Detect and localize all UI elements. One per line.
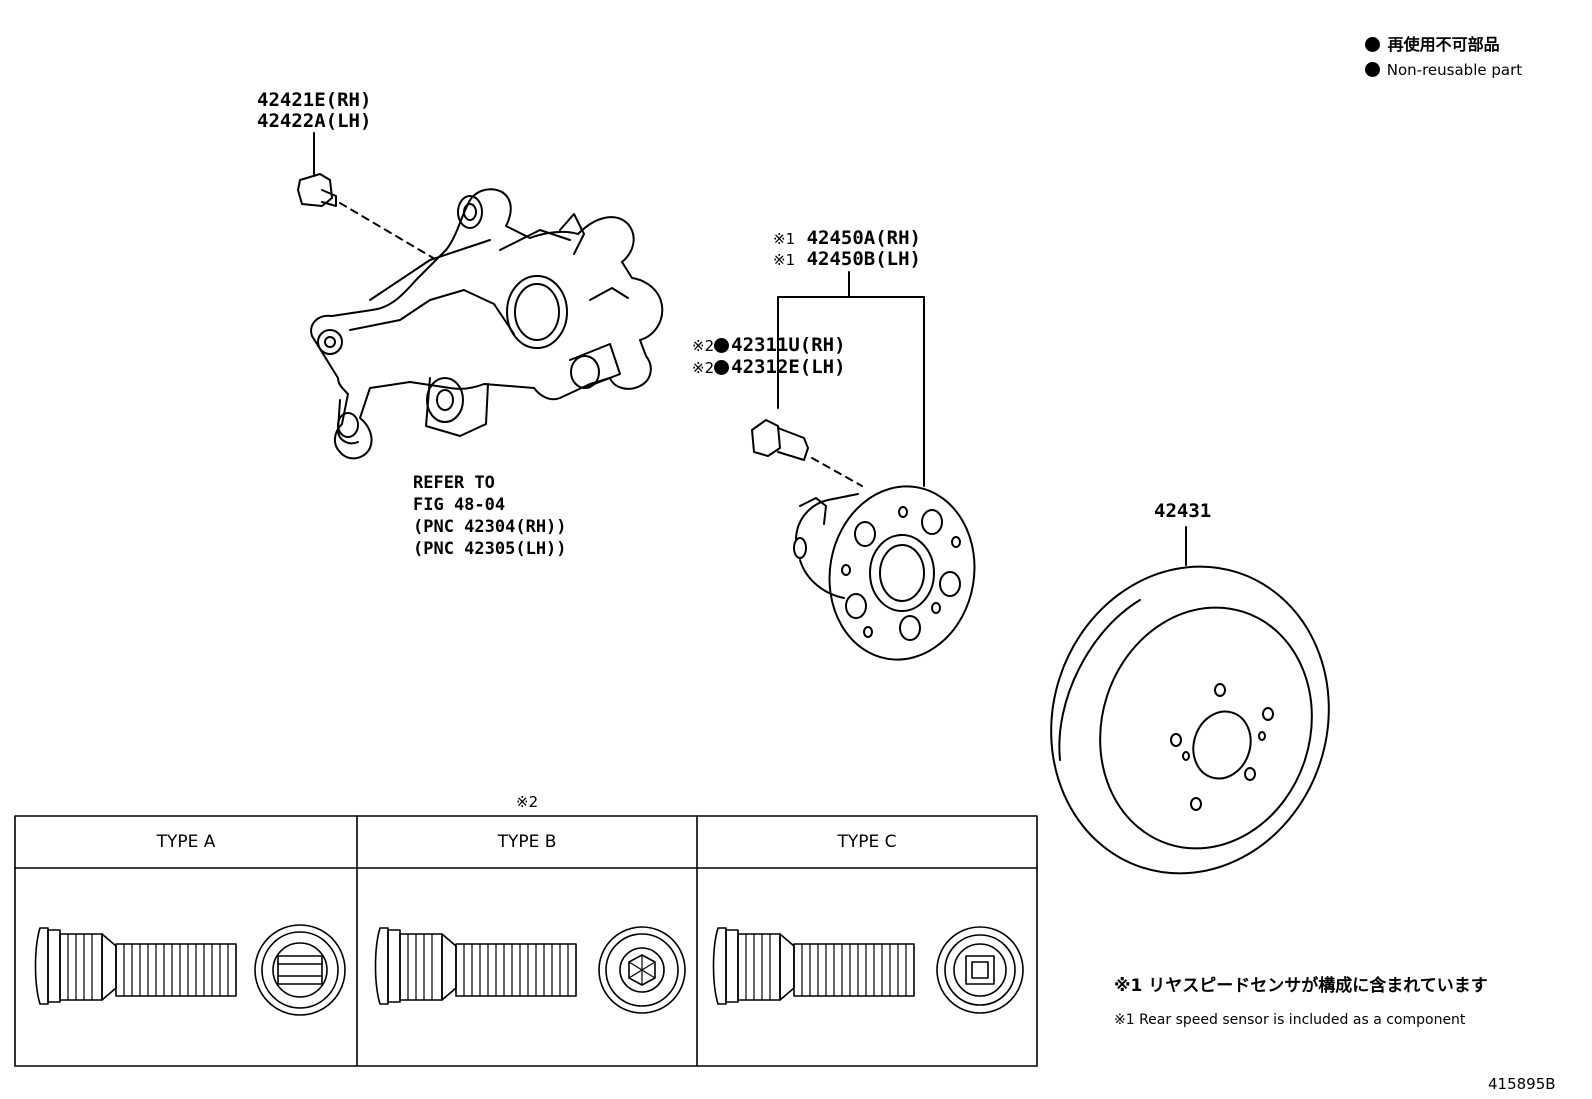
type-c-header: TYPE C xyxy=(837,832,897,852)
type-a-stud-drawing xyxy=(34,924,346,1016)
bolt-mark: ※2 xyxy=(692,337,715,355)
refer-line-3[interactable]: (PNC 42304(RH)) xyxy=(413,517,567,537)
types-table-frame xyxy=(14,815,1038,1067)
type-c-stud-drawing xyxy=(712,926,1024,1014)
hub-mark: ※1 xyxy=(773,230,796,248)
hub-bolt-drawing xyxy=(751,419,863,487)
non-reusable-dot-icon xyxy=(1365,62,1380,77)
knuckle-bolt-label-rh[interactable]: 42421E(RH) xyxy=(257,89,372,111)
legend-jp: 再使用不可部品 xyxy=(1365,34,1500,55)
hub-lh-number: 42450B(LH) xyxy=(806,248,921,270)
hub-bearing-drawing xyxy=(793,485,976,661)
knuckle-bolt-drawing xyxy=(297,132,441,263)
non-reusable-dot-icon xyxy=(1365,37,1380,52)
hub-label-rh[interactable]: ※1 42450A(RH) xyxy=(773,228,921,250)
hub-rh-number: 42450A(RH) xyxy=(806,227,921,249)
brake-disc-drawing xyxy=(1050,526,1330,875)
note-jp: ※1 リヤスピードセンサが構成に含まれています xyxy=(1114,976,1488,996)
hub-bolt-lh-number: 42312E(LH) xyxy=(731,356,846,378)
knuckle-bolt-label-lh[interactable]: 42422A(LH) xyxy=(257,110,372,132)
rear-axle-carrier-drawing xyxy=(310,188,664,460)
legend-en-text: Non-reusable part xyxy=(1386,61,1523,79)
hub-bearing-leader xyxy=(777,271,925,487)
disc-label[interactable]: 42431 xyxy=(1154,500,1212,522)
type-a-header: TYPE A xyxy=(156,832,216,852)
bolt-mark: ※2 xyxy=(692,359,715,377)
hub-label-lh[interactable]: ※1 42450B(LH) xyxy=(773,249,921,271)
legend-jp-text: 再使用不可部品 xyxy=(1387,35,1500,54)
non-reusable-dot-icon xyxy=(714,338,730,353)
legend-en: Non-reusable part xyxy=(1365,60,1522,81)
note-en: ※1 Rear speed sensor is included as a co… xyxy=(1114,1012,1466,1028)
hub-bolt-label-rh[interactable]: ※2 42311U(RH) xyxy=(692,335,846,357)
type-b-header: TYPE B xyxy=(497,832,557,852)
type-b-stud-drawing xyxy=(374,926,686,1014)
figure-id: 415895B xyxy=(1488,1075,1556,1093)
hub-bolt-label-lh[interactable]: ※2 42312E(LH) xyxy=(692,357,846,379)
refer-line-2[interactable]: FIG 48-04 xyxy=(413,495,506,515)
types-table-mark: ※2 xyxy=(516,793,539,811)
non-reusable-dot-icon xyxy=(714,360,730,375)
refer-line-1: REFER TO xyxy=(413,473,495,493)
refer-line-4[interactable]: (PNC 42305(LH)) xyxy=(413,539,567,559)
hub-bolt-rh-number: 42311U(RH) xyxy=(731,334,846,356)
hub-mark: ※1 xyxy=(773,251,796,269)
